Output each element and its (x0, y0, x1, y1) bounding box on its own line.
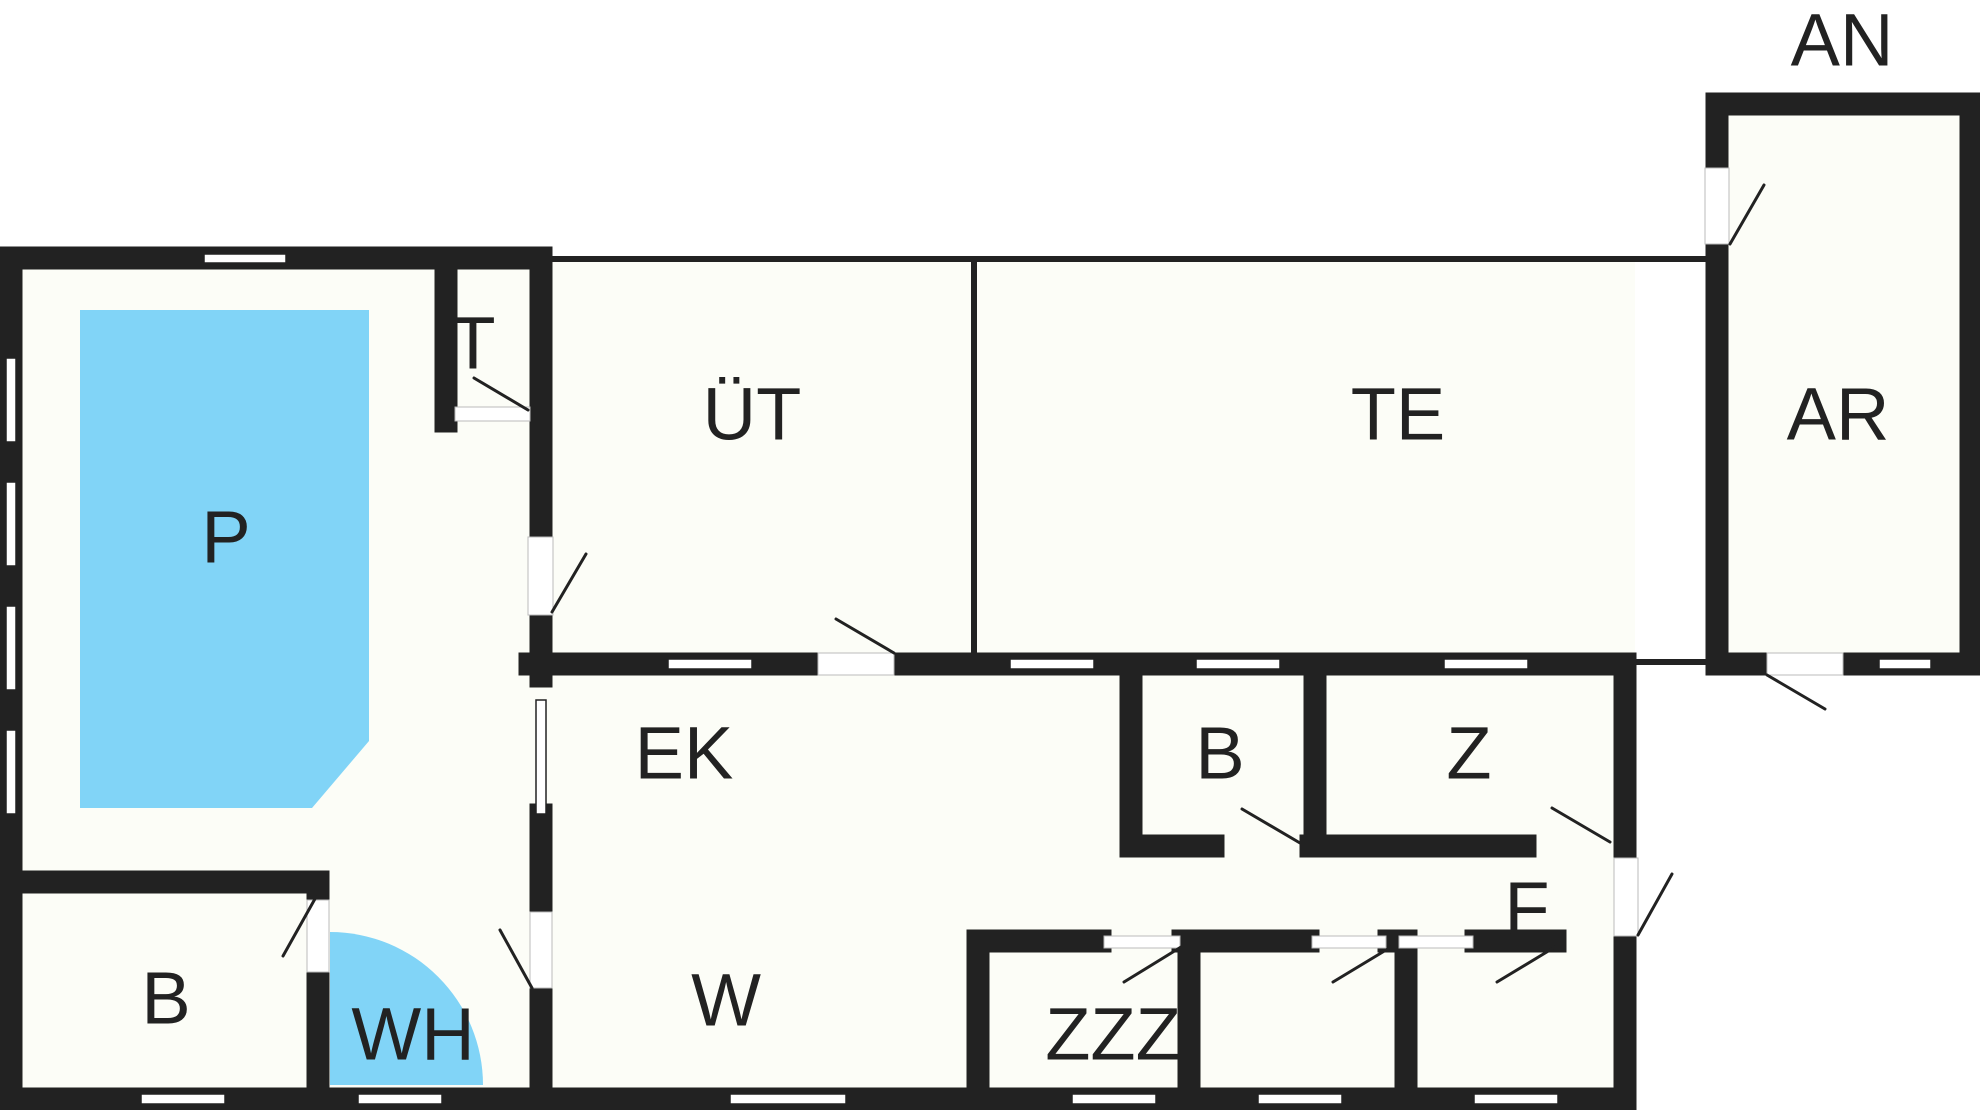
window (1473, 1093, 1559, 1105)
window (5, 481, 17, 567)
door-opening (1766, 652, 1844, 676)
window (140, 1093, 226, 1105)
door-openings (306, 167, 1844, 989)
label-b-large: B (141, 957, 190, 1040)
door-opening (817, 652, 895, 676)
label-wh: WH (351, 993, 474, 1076)
window (5, 357, 17, 443)
window (1257, 1093, 1343, 1105)
label-p: P (201, 496, 250, 579)
floor-ar-room (1717, 104, 1971, 666)
window (667, 658, 753, 670)
label-ar: AR (1787, 373, 1890, 456)
room-labels: AN AR TE ÜT T P EK B Z F B WH W ZZZ (141, 0, 1893, 1076)
label-f: F (1504, 867, 1549, 950)
window (1878, 658, 1932, 670)
door-opening (1613, 857, 1639, 937)
door-opening (454, 406, 531, 422)
door-opening (1311, 935, 1387, 949)
label-ek: EK (635, 712, 734, 795)
window (5, 605, 17, 691)
door-opening (1398, 935, 1474, 949)
door-opening (1704, 167, 1730, 245)
label-ut: ÜT (703, 373, 802, 456)
door-opening (529, 911, 553, 989)
label-an: AN (1791, 0, 1894, 82)
window (1071, 1093, 1157, 1105)
window (1009, 658, 1095, 670)
window (5, 729, 17, 815)
thin-walls (550, 256, 1717, 665)
label-w: W (691, 959, 761, 1042)
pool-shape (80, 310, 369, 808)
door-opening (306, 899, 330, 973)
label-z: Z (1446, 712, 1491, 795)
label-b-small: B (1195, 712, 1244, 795)
window (357, 1093, 443, 1105)
windows (5, 253, 1932, 1105)
label-t: T (450, 302, 495, 385)
door-opening (1103, 935, 1181, 949)
label-te: TE (1351, 373, 1446, 456)
window (1195, 658, 1281, 670)
whirlpool-shape (330, 932, 483, 1085)
window (1443, 658, 1529, 670)
window (535, 699, 547, 815)
door-opening (527, 536, 554, 616)
window (729, 1093, 847, 1105)
label-zzz: ZZZ (1045, 993, 1181, 1076)
window (203, 253, 287, 264)
door-swings (281, 183, 1827, 990)
